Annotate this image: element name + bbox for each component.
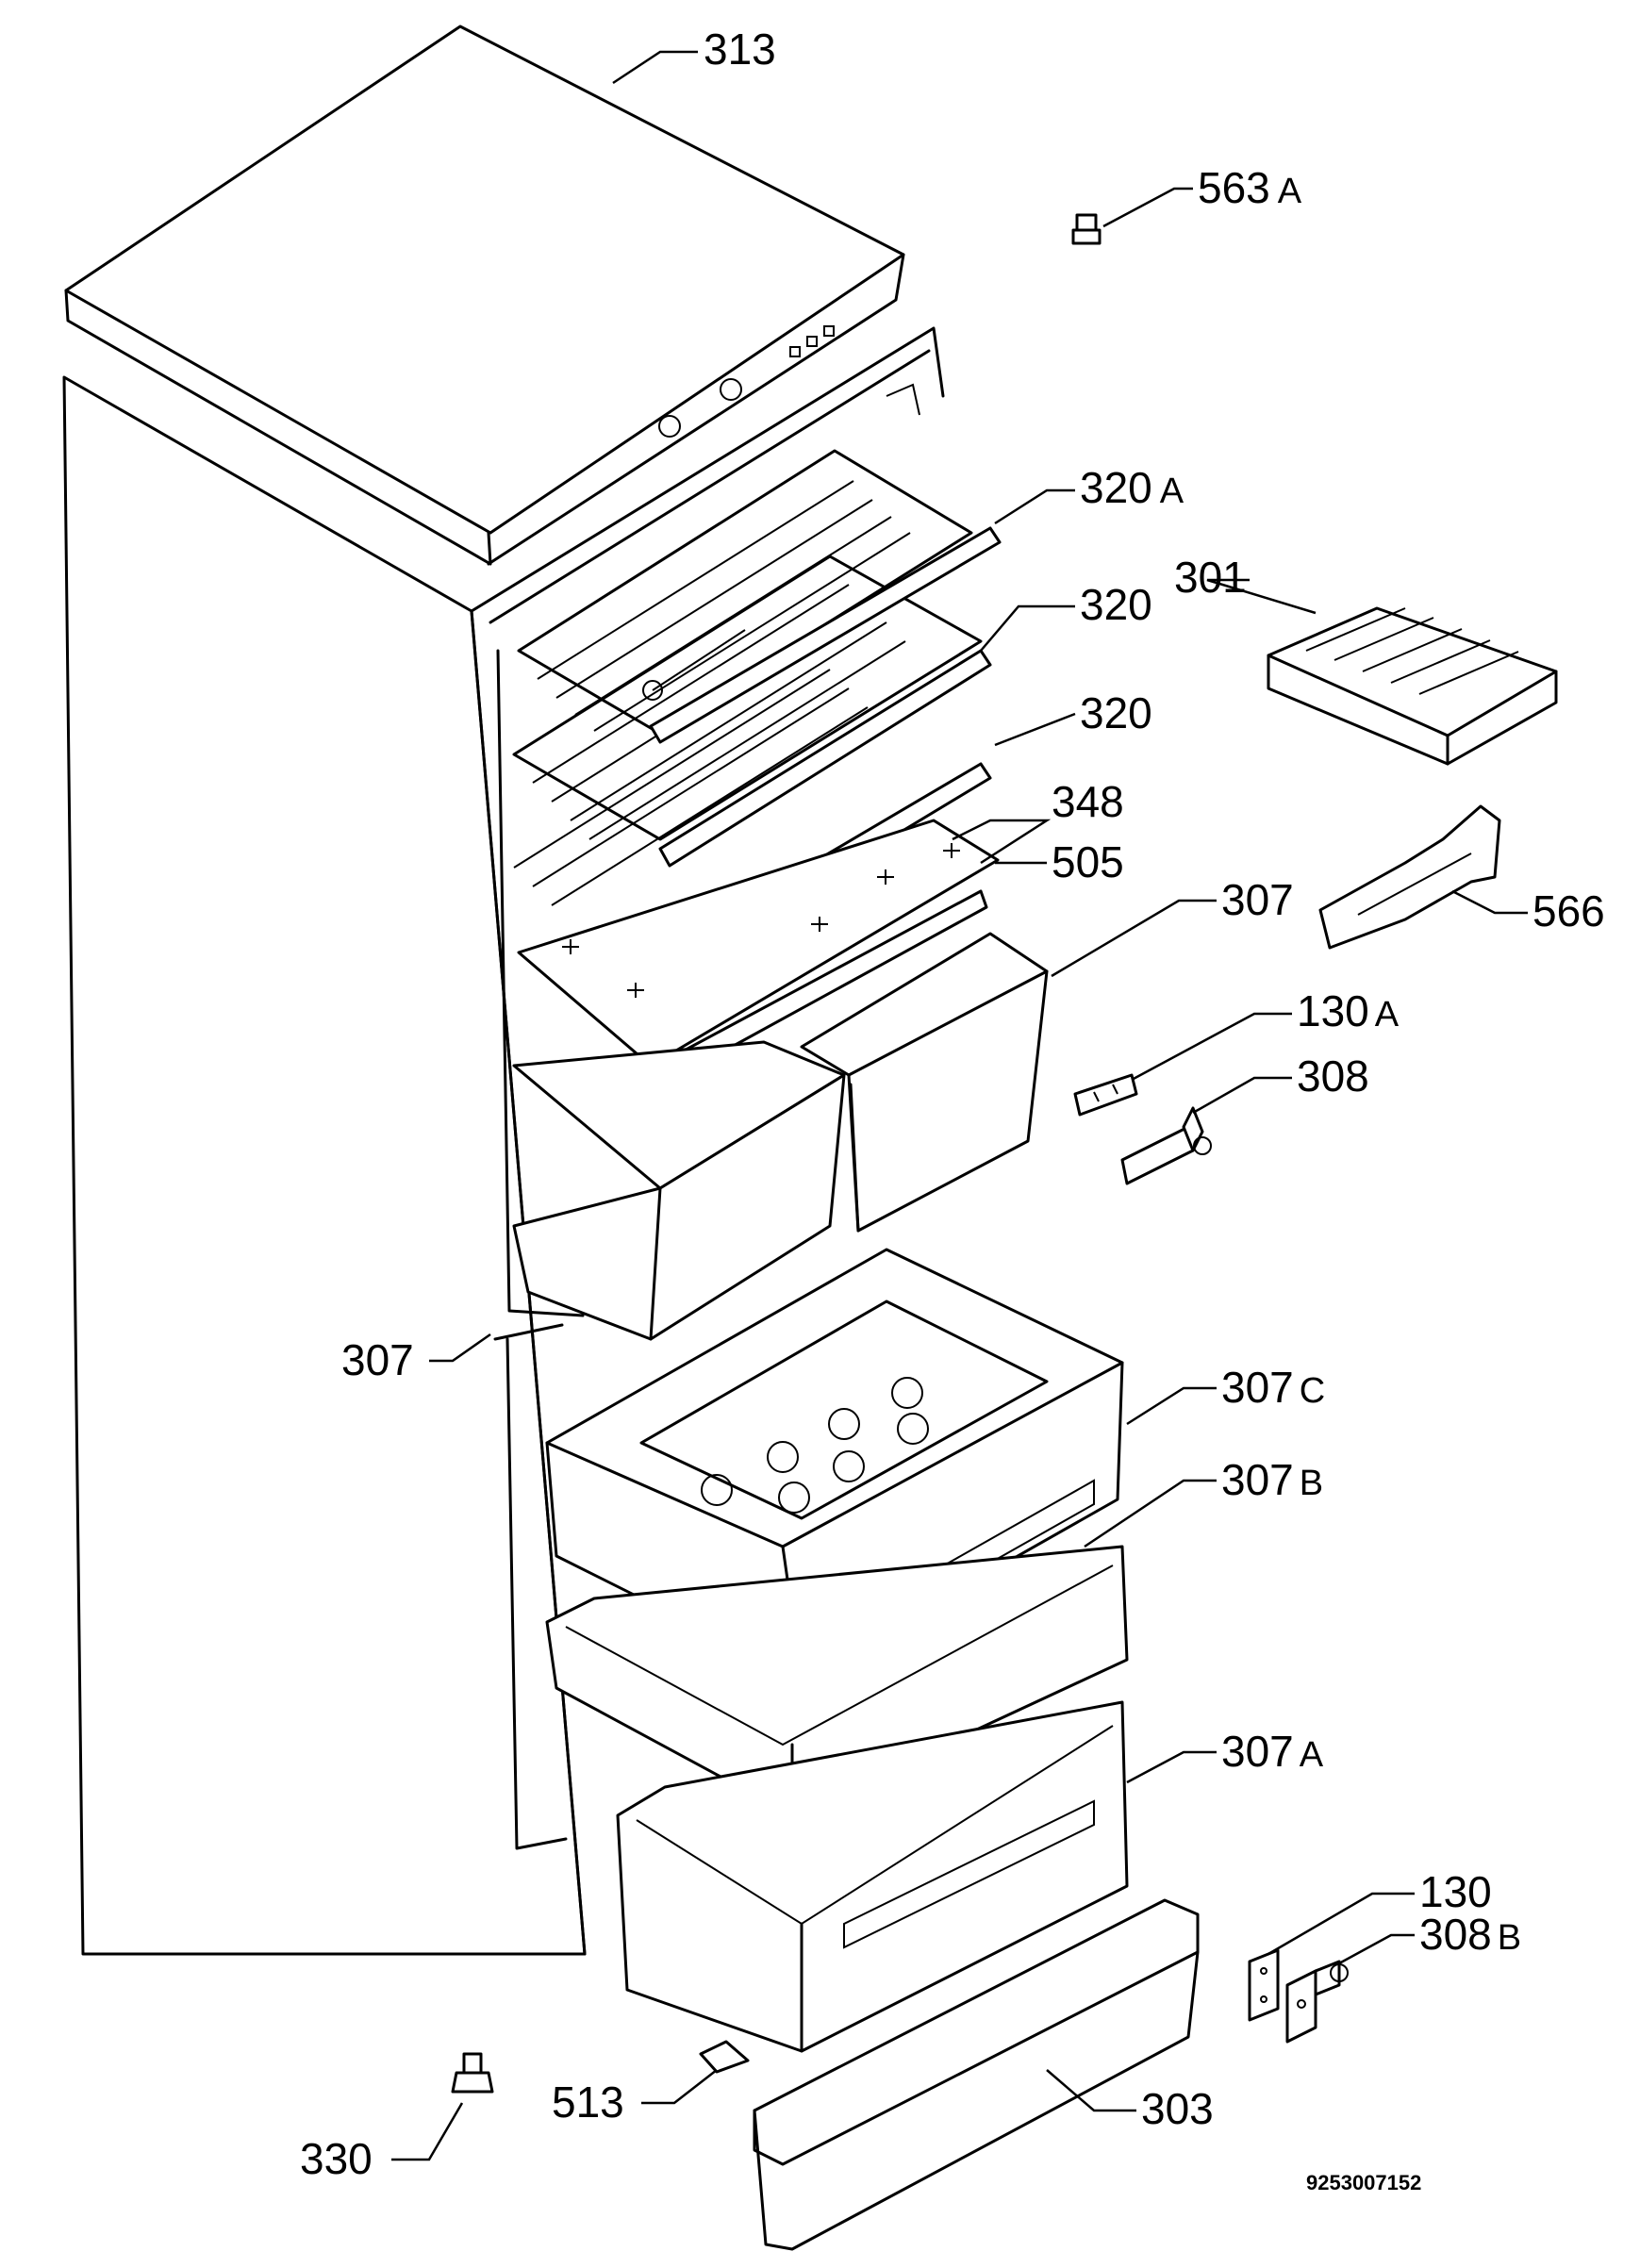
label-301: 301 [1174, 553, 1247, 602]
label-307-left: 307 [341, 1335, 414, 1384]
cabinet-body [62, 326, 945, 1956]
label-566: 566 [1532, 886, 1605, 935]
ice-scraper-566 [1318, 804, 1501, 950]
freezer-drawer-right [800, 932, 1049, 1233]
label-330: 330 [300, 2134, 373, 2183]
shelf-320a [649, 526, 1002, 744]
door-shelf-bar-303 [753, 1898, 1200, 2251]
label-313: 313 [704, 25, 776, 74]
hinge-308b [1285, 1960, 1349, 2044]
label-505: 505 [1052, 837, 1124, 886]
glass-shelf-348 [517, 819, 1000, 1068]
hinge-cover-130a [1073, 1073, 1138, 1117]
freezer-grid-panel [512, 449, 983, 906]
drawer-307a [616, 1700, 1129, 2053]
top-cover [64, 25, 905, 566]
label-320-upper: 320 [1080, 580, 1152, 629]
clip-513 [699, 2040, 750, 2074]
label-348: 348 [1052, 777, 1124, 826]
freezer-drawer-left [512, 1040, 846, 1341]
hinge-308 [1120, 1106, 1212, 1185]
hinge-cover-130 [1248, 1948, 1280, 2022]
label-320-lower: 320 [1080, 688, 1152, 737]
label-303: 303 [1141, 2084, 1214, 2133]
label-513: 513 [552, 2078, 624, 2127]
label-307-right: 307 [1221, 875, 1294, 924]
screw-563a [1071, 213, 1102, 245]
shelf-320-upper [658, 649, 992, 868]
ice-cube-tray [1267, 606, 1558, 766]
document-number: 9253007152 [1306, 2171, 1421, 2194]
drawer-307b [545, 1545, 1129, 1817]
foot-screw-330 [451, 2052, 494, 2094]
label-308: 308 [1297, 1051, 1369, 1101]
label-130: 130 [1419, 1867, 1492, 1916]
leader-lines [391, 50, 1528, 2161]
